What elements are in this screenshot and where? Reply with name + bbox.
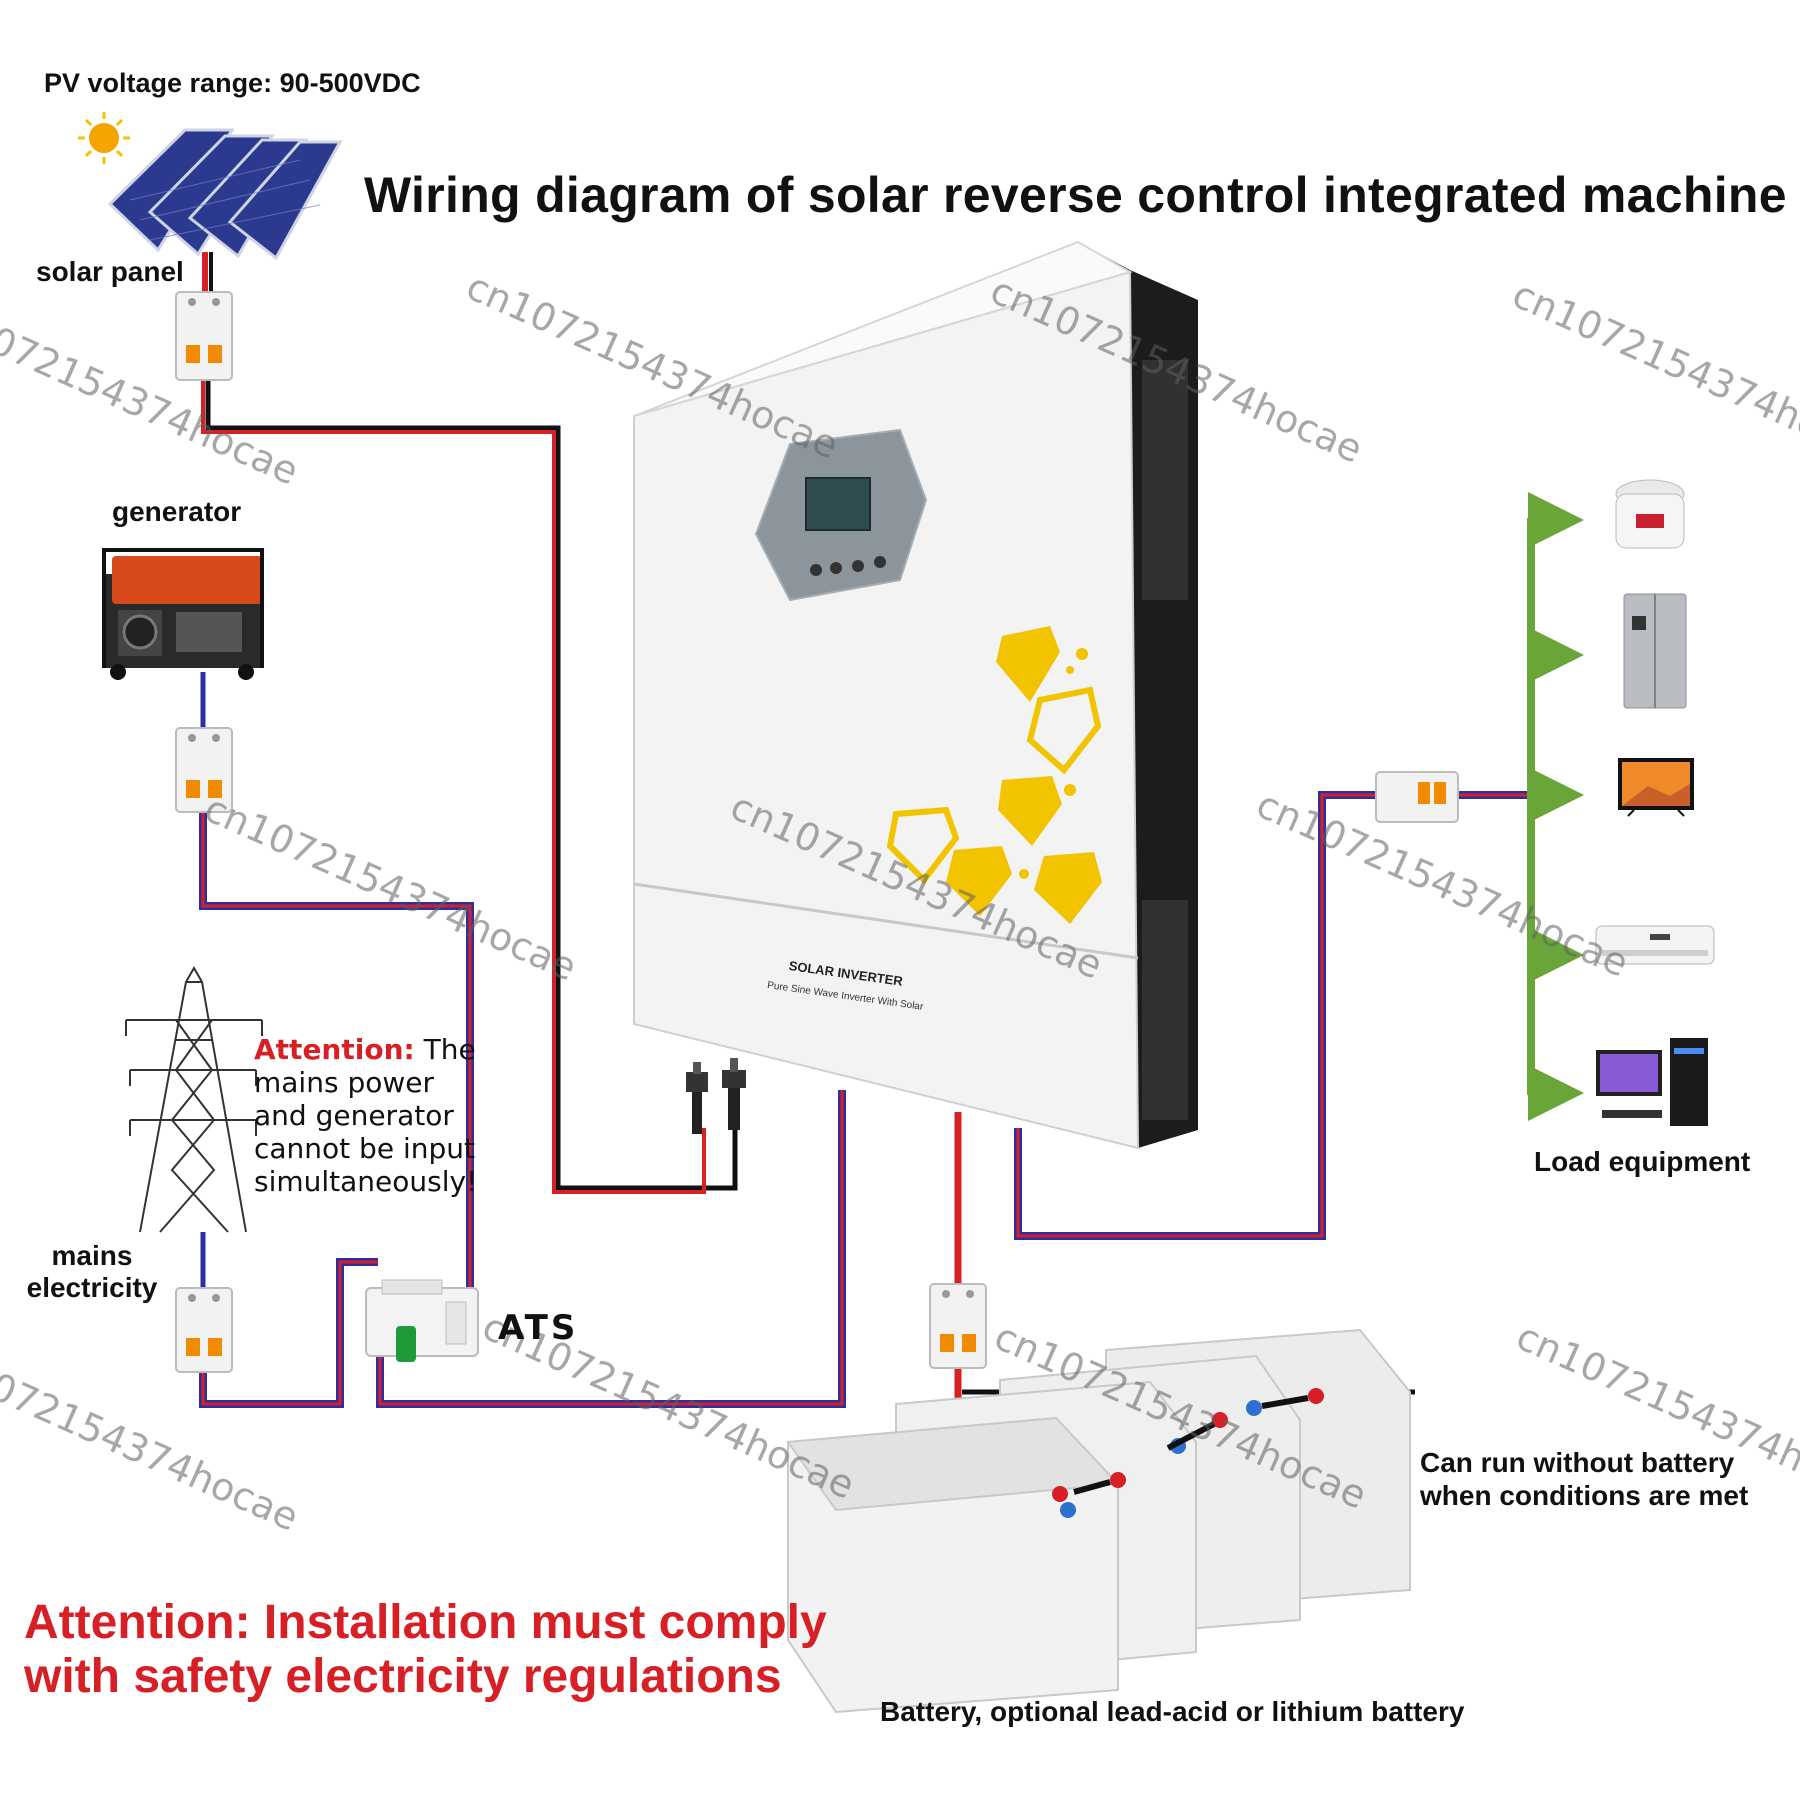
solar-inverter-icon <box>633 240 1198 1150</box>
transmission-tower-icon <box>125 965 263 1233</box>
generator-label: generator <box>112 496 242 527</box>
no-battery-line2: when conditions are met <box>1420 1480 1749 1511</box>
ats-switch-icon <box>365 1279 479 1362</box>
desktop-computer-icon <box>1596 1038 1708 1126</box>
install-attention-line1: Attention: Installation must comply <box>24 1596 827 1649</box>
mains-label-line2: electricity <box>26 1272 158 1303</box>
battery-bank-icon <box>786 1328 1411 1714</box>
solar-panel-icon <box>107 128 343 261</box>
pv-wire <box>201 252 738 1194</box>
no-battery-line1: Can run without battery <box>1420 1447 1735 1478</box>
generator-wire <box>199 672 474 1330</box>
mains-electricity-label: mains electricity <box>24 1240 160 1304</box>
mains-label-line1: mains <box>51 1240 133 1271</box>
ac-output-wire <box>1014 791 1530 1240</box>
battery-label: Battery, optional lead-acid or lithium b… <box>880 1696 1465 1727</box>
load-breaker-icon <box>1375 771 1459 823</box>
generator-icon <box>102 548 264 680</box>
sun-icon <box>78 112 130 164</box>
battery-breaker-icon <box>929 1283 987 1369</box>
mains-wire <box>199 1232 378 1408</box>
generator-breaker-icon <box>175 727 233 813</box>
mains-breaker-icon <box>175 1287 233 1373</box>
install-attention-line2: with safety electricity regulations <box>24 1650 782 1703</box>
ats-output-wire <box>376 1090 846 1408</box>
load-equipment-label: Load equipment <box>1534 1146 1751 1177</box>
diagram-title: Wiring diagram of solar reverse control … <box>364 167 1787 223</box>
tv-icon <box>1618 758 1694 817</box>
mains-generator-attention: Attention: The mains power and generator… <box>254 1033 494 1198</box>
mc4-connectors <box>686 1058 746 1134</box>
mains-attention-prefix: Attention: <box>254 1033 415 1066</box>
ats-label: ATS <box>498 1308 579 1348</box>
pv-voltage-range: PV voltage range: 90-500VDC <box>44 68 421 98</box>
refrigerator-icon <box>1623 593 1687 709</box>
rice-cooker-icon <box>1615 479 1685 549</box>
solar-panel-label: solar panel <box>36 256 184 287</box>
air-conditioner-icon <box>1595 925 1715 965</box>
no-battery-note: Can run without battery when conditions … <box>1420 1446 1748 1512</box>
load-bus <box>1527 492 1584 1121</box>
mains-attention-text: The mains power and generator cannot be … <box>254 1033 478 1198</box>
installation-attention: Attention: Installation must comply with… <box>24 1596 844 1704</box>
pv-breaker-icon <box>175 291 233 381</box>
